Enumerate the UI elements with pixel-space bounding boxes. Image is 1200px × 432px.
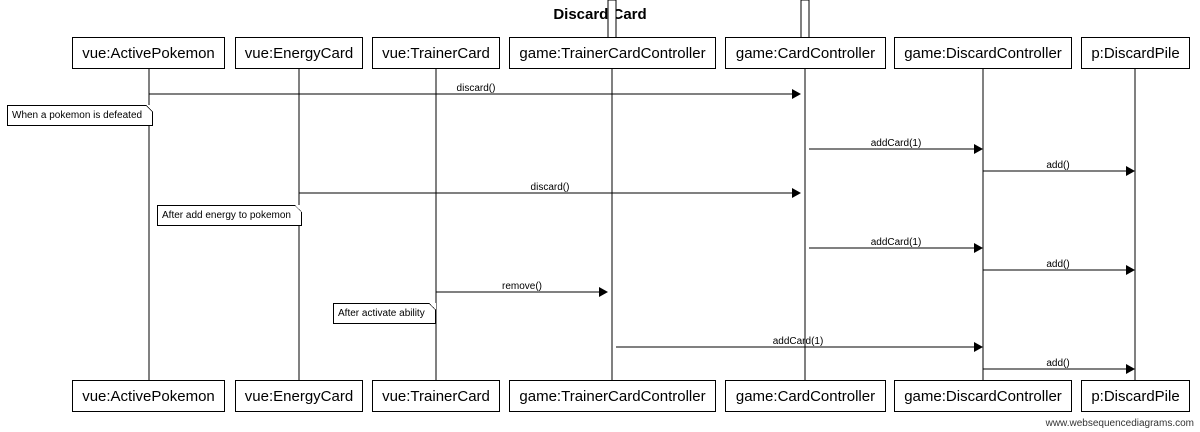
participant-bottom-energy-card: vue:EnergyCard (235, 380, 363, 412)
participant-bottom-discard-controller: game:DiscardController (894, 380, 1072, 412)
participant-label: game:DiscardController (904, 44, 1062, 62)
participant-label: vue:ActivePokemon (82, 44, 215, 62)
note-add-energy: After add energy to pokemon (157, 205, 302, 226)
participant-label: vue:EnergyCard (244, 44, 354, 62)
participant-label: game:TrainerCardController (519, 44, 706, 62)
participant-bottom-active-pokemon: vue:ActivePokemon (72, 380, 225, 412)
participant-top-discard-pile: p:DiscardPile (1081, 37, 1190, 69)
arrowhead-icon (1126, 265, 1135, 275)
participant-bottom-discard-pile: p:DiscardPile (1081, 380, 1190, 412)
participant-top-trainer-card: vue:TrainerCard (372, 37, 500, 69)
message-label: add() (1046, 160, 1070, 171)
message-label: add() (1046, 358, 1070, 369)
message-label: addCard(1) (772, 336, 824, 347)
participant-label: game:CardController (735, 44, 876, 62)
message-label: remove() (501, 281, 543, 292)
message-label: discard() (530, 182, 570, 193)
participant-bottom-trainer-card: vue:TrainerCard (372, 380, 500, 412)
participant-bottom-trainer-card-controller: game:TrainerCardController (509, 380, 716, 412)
arrowhead-icon (1126, 166, 1135, 176)
participant-top-card-controller: game:CardController (725, 37, 886, 69)
participant-label: p:DiscardPile (1091, 44, 1180, 62)
participant-top-discard-controller: game:DiscardController (894, 37, 1072, 69)
participant-label: game:CardController (735, 387, 876, 405)
note-pokemon-defeated: When a pokemon is defeated (7, 105, 154, 126)
arrowhead-icon (974, 144, 983, 154)
message-label: add() (1046, 259, 1070, 270)
arrowhead-icon (974, 243, 983, 253)
participant-label: game:DiscardController (904, 387, 1062, 405)
participant-label: vue:TrainerCard (382, 387, 490, 405)
arrowhead-icon (792, 89, 801, 99)
participant-label: game:TrainerCardController (519, 387, 706, 405)
message-label: addCard(1) (870, 237, 922, 248)
arrowhead-icon (599, 287, 608, 297)
diagram-title: Discard Card (553, 6, 647, 23)
arrowhead-icon (1126, 364, 1135, 374)
participant-top-active-pokemon: vue:ActivePokemon (72, 37, 225, 69)
participant-label: vue:TrainerCard (382, 44, 490, 62)
note-activate-ability: After activate ability (333, 303, 436, 324)
message-label: addCard(1) (870, 138, 922, 149)
participant-label: vue:EnergyCard (244, 387, 354, 405)
arrowhead-icon (974, 342, 983, 352)
footer-watermark[interactable]: www.websequencediagrams.com (1045, 418, 1194, 429)
arrowhead-icon (792, 188, 801, 198)
participant-label: vue:ActivePokemon (82, 387, 215, 405)
participant-bottom-card-controller: game:CardController (725, 380, 886, 412)
participant-top-trainer-card-controller: game:TrainerCardController (509, 37, 716, 69)
participant-label: p:DiscardPile (1091, 387, 1180, 405)
participant-top-energy-card: vue:EnergyCard (235, 37, 363, 69)
message-label: discard() (456, 83, 496, 94)
